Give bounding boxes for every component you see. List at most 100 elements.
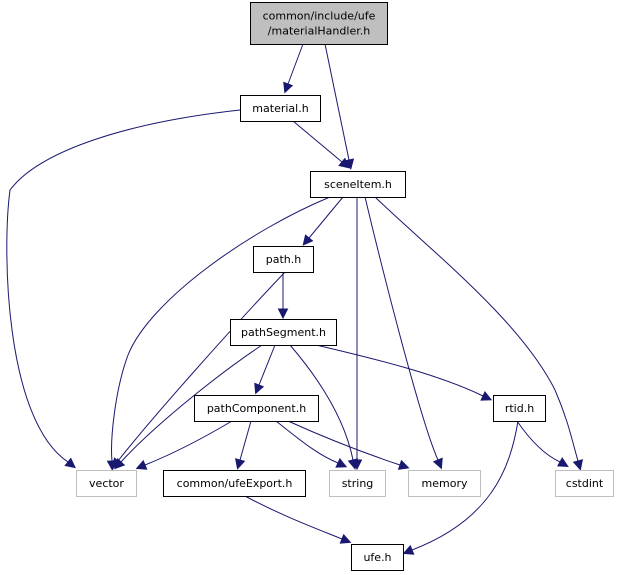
edge-sceneItem-to-path bbox=[302, 196, 344, 246]
edge-sceneItem-to-memory bbox=[364, 196, 443, 470]
node-box bbox=[194, 395, 319, 422]
edge-pathSegment-to-vector bbox=[114, 344, 263, 470]
node-label: pathComponent.h bbox=[207, 402, 306, 415]
node-box bbox=[408, 470, 481, 497]
edge-line bbox=[411, 420, 519, 551]
arrowhead-icon bbox=[480, 390, 493, 401]
edge-pathSegment-to-pathComponent bbox=[254, 344, 276, 395]
edge-path-to-pathSegment bbox=[277, 272, 289, 320]
node-vector: vector bbox=[76, 470, 137, 497]
edge-path-to-vector bbox=[111, 271, 286, 469]
node-label: /materialHandler.h bbox=[268, 25, 370, 38]
edge-pathComponent-to-ufeExport bbox=[235, 420, 252, 470]
node-sceneItem[interactable]: sceneItem.h bbox=[310, 171, 406, 198]
node-label: rtid.h bbox=[505, 402, 534, 415]
node-pathComponent[interactable]: pathComponent.h bbox=[194, 395, 319, 422]
node-label: path.h bbox=[266, 253, 302, 266]
node-box bbox=[230, 319, 337, 346]
edge-line bbox=[6, 109, 241, 463]
edge-pathComponent-to-string bbox=[275, 420, 348, 468]
node-cstdint: cstdint bbox=[555, 470, 614, 497]
node-label: material.h bbox=[252, 102, 308, 115]
edge-materialHandler-to-sceneItem bbox=[324, 43, 355, 170]
node-box bbox=[329, 470, 386, 497]
node-box bbox=[555, 470, 614, 497]
node-label: vector bbox=[89, 477, 124, 490]
node-path[interactable]: path.h bbox=[253, 246, 314, 273]
arrowhead-icon bbox=[283, 81, 294, 94]
node-ufe[interactable]: ufe.h bbox=[351, 544, 404, 571]
node-materialHandler[interactable]: common/include/ufe/materialHandler.h bbox=[250, 2, 388, 45]
node-label: sceneItem.h bbox=[324, 178, 392, 191]
node-memory: memory bbox=[408, 470, 481, 497]
edge-line bbox=[120, 344, 263, 463]
node-pathSegment[interactable]: pathSegment.h bbox=[230, 319, 337, 346]
edge-rtid-to-ufe bbox=[402, 420, 519, 555]
edge-pathComponent-to-memory bbox=[287, 420, 410, 470]
edge-sceneItem-to-cstdint bbox=[374, 196, 583, 471]
node-box bbox=[76, 470, 137, 497]
edge-line bbox=[287, 420, 401, 466]
node-material[interactable]: material.h bbox=[240, 95, 321, 122]
edge-line bbox=[292, 120, 343, 163]
node-label: memory bbox=[422, 477, 468, 490]
arrowhead-icon bbox=[302, 234, 314, 246]
node-box bbox=[310, 171, 406, 198]
arrowhead-icon bbox=[254, 382, 265, 395]
node-label: cstdint bbox=[566, 477, 604, 490]
arrowhead-icon bbox=[235, 458, 246, 470]
arrowhead-icon bbox=[572, 459, 583, 471]
arrowhead-icon bbox=[432, 457, 443, 470]
edge-line bbox=[144, 420, 233, 466]
arrowhead-icon bbox=[402, 544, 415, 555]
edge-line bbox=[308, 196, 344, 239]
edge-materialHandler-to-material bbox=[283, 43, 304, 94]
edge-line bbox=[239, 420, 252, 461]
node-label: pathSegment.h bbox=[241, 326, 326, 339]
arrowhead-icon bbox=[135, 459, 148, 470]
edge-line bbox=[275, 420, 339, 464]
edge-line bbox=[244, 495, 343, 540]
node-label: common/ufeExport.h bbox=[177, 477, 293, 490]
edge-sceneItem-to-string bbox=[351, 197, 363, 471]
node-box bbox=[253, 246, 314, 273]
nodes-layer: common/include/ufe/materialHandler.h mate… bbox=[76, 2, 614, 571]
edge-line bbox=[364, 196, 439, 461]
edge-rtid-to-cstdint bbox=[516, 420, 569, 467]
edge-line bbox=[117, 271, 286, 462]
edge-line bbox=[315, 344, 484, 397]
edge-line bbox=[374, 196, 579, 462]
node-ufeExport[interactable]: common/ufeExport.h bbox=[163, 470, 306, 497]
edge-material-to-vector bbox=[6, 109, 241, 469]
arrowhead-icon bbox=[338, 157, 350, 169]
edges-layer bbox=[6, 43, 583, 555]
edge-line bbox=[516, 420, 561, 463]
edge-line bbox=[324, 43, 350, 161]
edge-pathComponent-to-vector bbox=[135, 420, 233, 470]
node-rtid[interactable]: rtid.h bbox=[493, 395, 546, 422]
node-box bbox=[493, 395, 546, 422]
arrowhead-icon bbox=[277, 308, 289, 320]
arrowhead-icon bbox=[347, 458, 359, 470]
arrowhead-icon bbox=[64, 457, 76, 469]
node-box bbox=[250, 2, 388, 45]
node-box bbox=[351, 544, 404, 571]
node-label: string bbox=[342, 477, 374, 490]
arrowhead-icon bbox=[556, 457, 569, 467]
edge-material-to-sceneItem bbox=[292, 120, 350, 169]
edge-pathSegment-to-rtid bbox=[315, 344, 493, 401]
node-box bbox=[163, 470, 306, 497]
node-label: common/include/ufe bbox=[263, 10, 376, 23]
arrowhead-icon bbox=[397, 459, 410, 470]
arrowhead-icon bbox=[335, 457, 348, 468]
edge-line bbox=[287, 43, 304, 85]
edge-line bbox=[111, 196, 331, 462]
edge-line bbox=[258, 344, 276, 386]
edge-ufeExport-to-ufe bbox=[244, 495, 352, 544]
arrowhead-icon bbox=[339, 533, 352, 544]
arrowhead-icon bbox=[114, 458, 126, 470]
node-label: ufe.h bbox=[363, 551, 391, 564]
node-box bbox=[240, 95, 321, 122]
node-string: string bbox=[329, 470, 386, 497]
